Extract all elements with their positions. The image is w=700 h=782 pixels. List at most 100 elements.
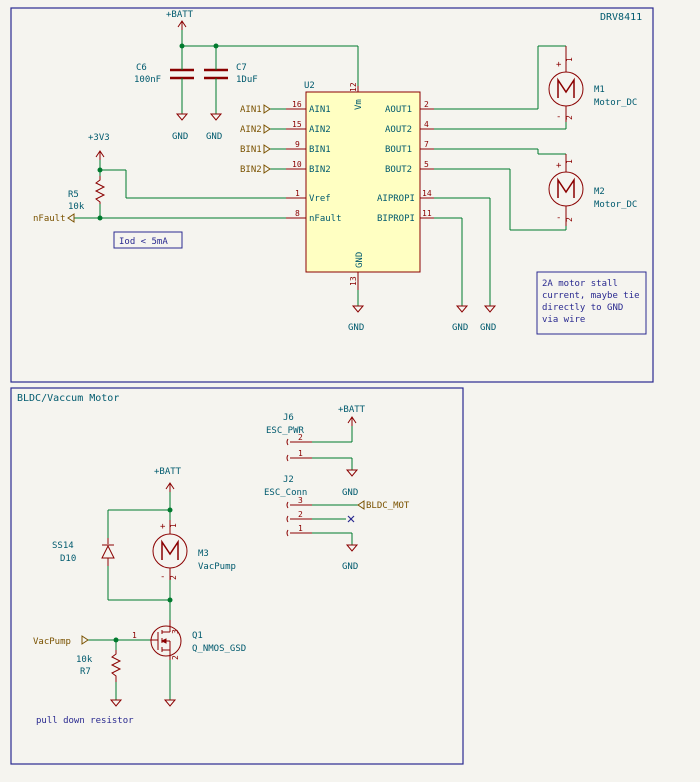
- m1-ref: M1: [594, 85, 605, 95]
- stall-note-line: via wire: [542, 315, 585, 325]
- m2-minus: -: [556, 213, 561, 223]
- u2-pin-name: BIN1: [309, 145, 331, 155]
- resistor-r5: [94, 176, 106, 204]
- u2-pin-num: 7: [424, 140, 429, 149]
- stall-note-line: 2A motor stall: [542, 279, 618, 289]
- gnd-label-u2: GND: [348, 323, 364, 333]
- u2-pin-name: BOUT1: [385, 145, 412, 155]
- u2-pin-name: AOUT2: [385, 125, 412, 135]
- r5-value: 10k: [68, 202, 85, 212]
- m1-minus: -: [556, 112, 561, 122]
- motor-m1-symbol: [548, 46, 584, 122]
- u2-pin-name: BIPROPI: [377, 214, 415, 224]
- net-label-ain1[interactable]: AIN1: [240, 105, 262, 115]
- q1-ref: Q1: [192, 631, 203, 641]
- stall-note-box: [536, 271, 647, 335]
- batt-label-j6: +BATT: [338, 405, 366, 415]
- m2-pin-num: 1: [565, 159, 574, 164]
- m1-plus: +: [556, 60, 562, 70]
- j6-value: ESC_PWR: [266, 426, 305, 436]
- batt-label-top: +BATT: [166, 10, 194, 20]
- u2-pin-num: 8: [295, 209, 300, 218]
- net-label-ain2[interactable]: AIN2: [240, 125, 262, 135]
- u2-pin-name: nFault: [309, 214, 342, 224]
- r7-value: 10k: [76, 655, 93, 665]
- motor-m2-symbol: [548, 154, 584, 226]
- gnd-label-bipropi: GND: [480, 323, 496, 333]
- d10-ref: D10: [60, 554, 76, 564]
- d10-value: SS14: [52, 541, 74, 551]
- u2-ref: U2: [304, 81, 315, 91]
- pulldown-note: pull down resistor: [36, 716, 134, 726]
- m1-pin-num: 1: [565, 57, 574, 62]
- net-label-bldc-mot[interactable]: BLDC_MOT: [366, 501, 410, 511]
- connector-j6-pins: [286, 438, 312, 462]
- gnd-symbols-bottom: [109, 469, 359, 707]
- sheet-bldc-border: [10, 387, 464, 765]
- no-connect-marker: [347, 515, 355, 523]
- m3-pin-num: 2: [169, 575, 178, 580]
- batt-power-symbol-bottom: [165, 416, 357, 492]
- wires-bottom: [88, 424, 358, 700]
- j2-pin-num: 3: [298, 496, 303, 505]
- j2-ref: J2: [283, 475, 294, 485]
- j2-pin-num: 2: [298, 510, 303, 519]
- u2-pin-num: 2: [424, 100, 429, 109]
- j2-pin-num: 1: [298, 524, 303, 533]
- c6-value: 100nF: [134, 75, 161, 85]
- c7-ref: C7: [236, 63, 247, 73]
- gnd-label-j6: GND: [342, 488, 358, 498]
- sheet-drv8411-title: DRV8411: [600, 12, 642, 23]
- diode-d10-symbol: [101, 538, 115, 566]
- u2-pin-num: 16: [292, 100, 302, 109]
- q1-pin-num: 2: [171, 655, 180, 660]
- net-label-bin1[interactable]: BIN1: [240, 145, 262, 155]
- bldc-label-flag: [357, 500, 365, 510]
- u2-pin-num: 15: [292, 120, 302, 129]
- iod-note-box: [113, 231, 183, 249]
- j6-pin-num: 2: [298, 433, 303, 442]
- u2-pin-stubs: [286, 86, 434, 290]
- m3-pin-num: 1: [169, 523, 178, 528]
- u2-pin-name: BIN2: [309, 165, 331, 175]
- net-label-nfault[interactable]: nFault: [33, 214, 66, 224]
- gnd-symbols-top: [175, 113, 497, 313]
- junctions-top: [97, 43, 219, 221]
- gnd-label-c6: GND: [172, 132, 188, 142]
- m2-ref: M2: [594, 187, 605, 197]
- u2-pin-num: 14: [422, 189, 432, 198]
- sheet-bldc-title: BLDC/Vaccum Motor: [17, 393, 119, 404]
- m3-plus: +: [160, 522, 166, 532]
- u2-pin-num: 11: [422, 209, 432, 218]
- u2-pin-name: AOUT1: [385, 105, 412, 115]
- u2-pin-num: 10: [292, 160, 302, 169]
- u2-ic-body[interactable]: [305, 91, 421, 273]
- batt-power-symbol-top: [177, 20, 187, 30]
- sheet-drv8411-border: [10, 7, 654, 383]
- u2-pin-num: 12: [349, 82, 358, 92]
- j6-pin-num: 1: [298, 449, 303, 458]
- capacitor-c6: [170, 68, 194, 80]
- junctions-bottom: [113, 507, 173, 643]
- u2-pin-num: 9: [295, 140, 300, 149]
- v33-label: +3V3: [88, 133, 110, 143]
- q1-pin-num: 1: [132, 631, 137, 640]
- j2-value: ESC_Conn: [264, 488, 307, 498]
- j6-ref: J6: [283, 413, 294, 423]
- net-label-vacpump[interactable]: VacPump: [33, 637, 71, 647]
- m2-pin-num: 2: [565, 217, 574, 222]
- gnd-label-aipropi: GND: [452, 323, 468, 333]
- net-label-bin2[interactable]: BIN2: [240, 165, 262, 175]
- r7-ref: R7: [80, 667, 91, 677]
- connector-j2-pins: [286, 501, 312, 537]
- iod-note-text: Iod < 5mA: [119, 237, 168, 247]
- motor-m3-symbol: [152, 520, 188, 580]
- v33-power-symbol: [95, 150, 105, 160]
- u2-pin-name: Vref: [309, 194, 331, 204]
- capacitor-c7: [204, 68, 228, 80]
- u2-pin-name: GND: [355, 252, 365, 268]
- u2-pin-name: Vm: [354, 99, 364, 110]
- u2-pin-name: AIN2: [309, 125, 331, 135]
- r5-ref: R5: [68, 190, 79, 200]
